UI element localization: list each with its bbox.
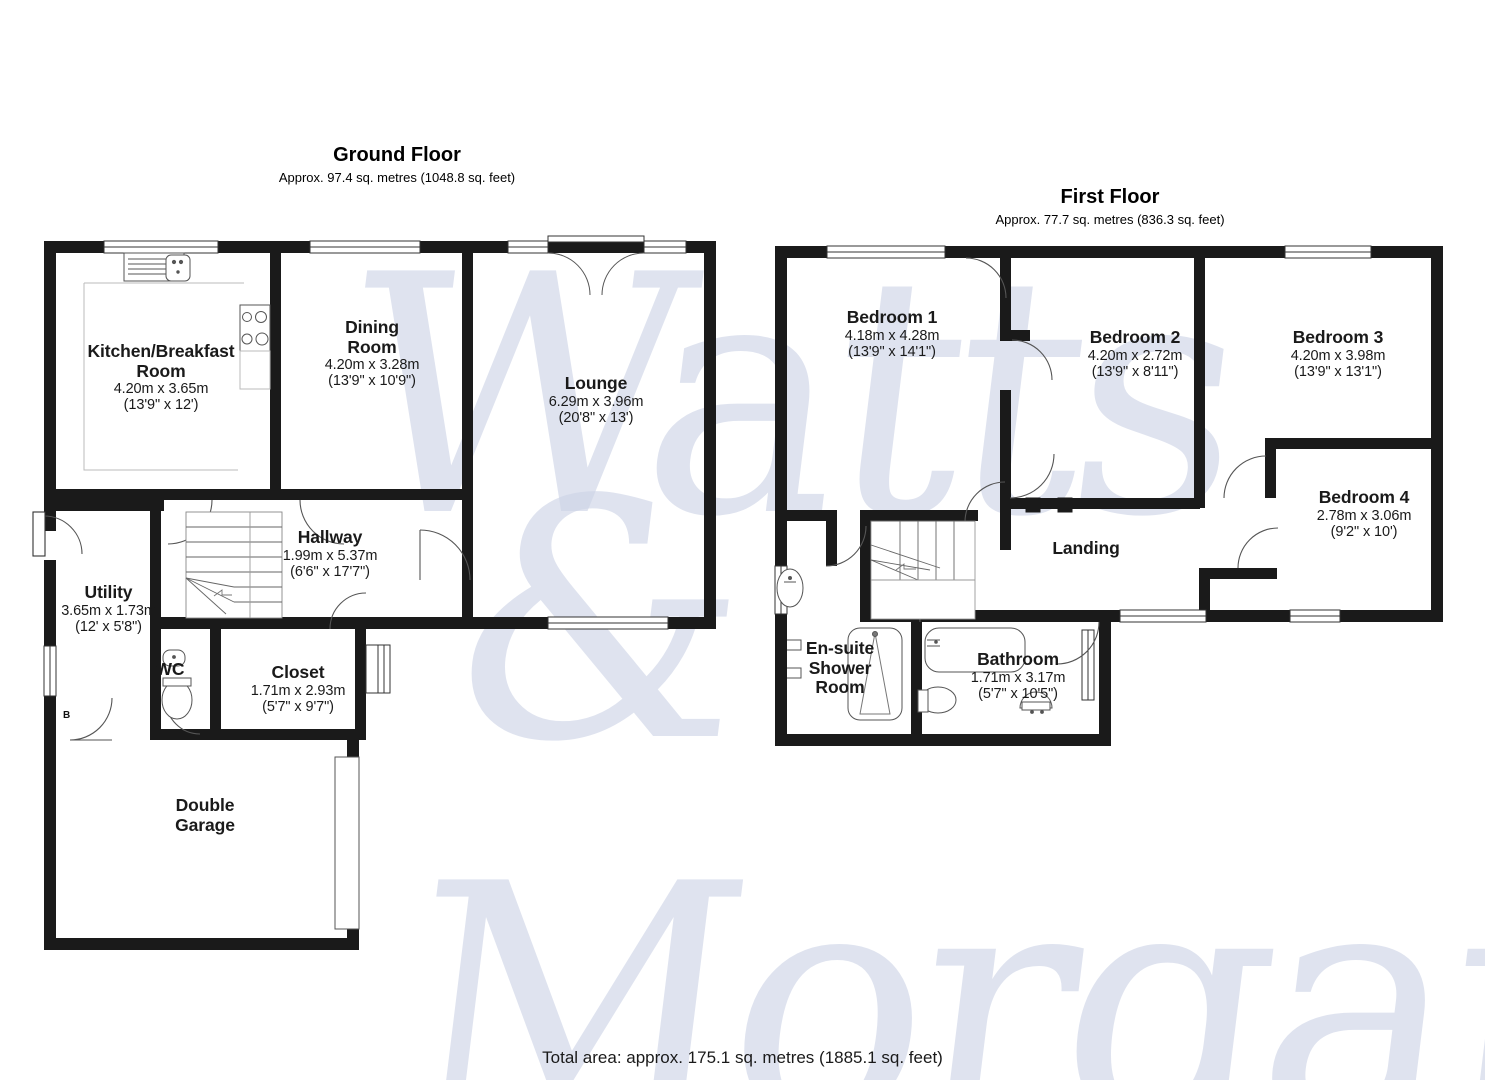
room-dim-imperial: (13'9" x 14'1") — [848, 343, 936, 360]
room-label-landing: Landing — [1024, 538, 1148, 559]
room-label-lounge: Lounge 6.29m x 3.96m (20'8" x 13') — [516, 373, 676, 426]
room-dim-imperial: (20'8" x 13') — [558, 409, 634, 426]
room-dim-metric: 4.20m x 3.65m — [113, 381, 209, 398]
room-name: Landing — [1052, 538, 1120, 558]
room-dim-imperial: (13'9" x 10'9") — [328, 373, 416, 390]
room-name-line1: Kitchen/Breakfast — [87, 341, 235, 361]
room-name-line1: En-suite — [805, 638, 875, 658]
first-floor-stairs — [870, 520, 976, 620]
room-dim-imperial: (9'2" x 10') — [1330, 523, 1398, 540]
room-label-bedroom-4: Bedroom 4 2.78m x 3.06m (9'2" x 10') — [1288, 487, 1440, 540]
ground-floor-stairs — [185, 511, 283, 619]
room-dim-metric: 1.71m x 3.17m — [970, 669, 1066, 686]
total-area-caption: Total area: approx. 175.1 sq. metres (18… — [542, 1048, 943, 1067]
bathroom-fittings — [917, 627, 1053, 714]
room-label-kitchen-breakfast-room: Kitchen/Breakfast Room 4.20m x 3.65m (13… — [61, 341, 261, 414]
room-dim-metric: 6.29m x 3.96m — [548, 393, 644, 410]
room-label-dining-room: Dining Room 4.20m x 3.28m (13'9" x 10'9"… — [295, 317, 449, 390]
room-dim-imperial: (12' x 5'8") — [75, 618, 142, 635]
room-label-bedroom-1: Bedroom 1 4.18m x 4.28m (13'9" x 14'1") — [808, 307, 976, 360]
room-name: Bedroom 2 — [1089, 327, 1181, 347]
room-name: Utility — [84, 582, 133, 602]
room-dim-metric: 2.78m x 3.06m — [1316, 507, 1412, 524]
room-name: Bedroom 3 — [1292, 327, 1384, 347]
room-name-line2: Room — [136, 360, 186, 381]
room-dim-metric: 1.71m x 2.93m — [250, 682, 346, 699]
room-name-line2: Garage — [175, 814, 235, 835]
room-name: Bedroom 1 — [846, 307, 938, 327]
room-dim-imperial: (13'9" x 8'11") — [1091, 363, 1179, 380]
room-label-bedroom-2: Bedroom 2 4.20m x 2.72m (13'9" x 8'11") — [1048, 327, 1222, 380]
room-dim-metric: 4.20m x 2.72m — [1087, 347, 1183, 364]
room-name-line2: Room — [347, 336, 397, 357]
room-label-wc: WC — [139, 659, 201, 680]
first-floor-area: Approx. 77.7 sq. metres (836.3 sq. feet) — [995, 212, 1225, 227]
room-dim-imperial: (13'9" x 13'1") — [1294, 363, 1382, 380]
landing-cupboard — [1025, 497, 1073, 513]
first-floor-title: First Floor — [1060, 186, 1160, 208]
room-label-bedroom-3: Bedroom 3 4.20m x 3.98m (13'9" x 13'1") — [1252, 327, 1424, 380]
room-name: Lounge — [564, 373, 628, 393]
room-name: WC — [155, 659, 185, 679]
room-name: Bedroom 4 — [1318, 487, 1410, 507]
ground-floor-windows — [43, 235, 687, 697]
room-name: Closet — [271, 662, 325, 682]
ground-floor-walls — [44, 241, 716, 950]
room-dim-metric: 1.99m x 5.37m — [282, 547, 378, 564]
room-name: Bathroom — [977, 649, 1059, 669]
room-label-double-garage: Double Garage — [136, 795, 274, 835]
room-label-closet: Closet 1.71m x 2.93m (5'7" x 9'7") — [216, 662, 380, 715]
kitchen-fittings — [83, 252, 271, 471]
ground-floor-title: Ground Floor — [333, 144, 461, 166]
room-label-utility: Utility 3.65m x 1.73m (12' x 5'8") — [31, 582, 186, 635]
room-dim-imperial: (13'9" x 12') — [123, 397, 199, 414]
first-floor-title-block: First Floor Approx. 77.7 sq. metres (836… — [960, 186, 1260, 227]
room-label-hallway: Hallway 1.99m x 5.37m (6'6" x 17'7") — [256, 527, 404, 580]
room-dim-imperial: (6'6" x 17'7") — [290, 563, 370, 580]
ground-floor-area: Approx. 97.4 sq. metres (1048.8 sq. feet… — [278, 170, 516, 185]
room-name-line1: Double — [175, 795, 235, 815]
room-dim-metric: 4.20m x 3.28m — [324, 357, 420, 374]
room-label-bathroom: Bathroom 1.71m x 3.17m (5'7" x 10'5") — [944, 649, 1092, 702]
room-name-line2: Shower — [808, 657, 872, 678]
room-dim-imperial: (5'7" x 10'5") — [978, 685, 1058, 702]
room-name-line3: Room — [815, 677, 865, 698]
room-dim-imperial: (5'7" x 9'7") — [262, 698, 334, 715]
wc-fittings — [161, 649, 193, 720]
room-name: Hallway — [297, 527, 363, 547]
boiler-marker: B — [63, 710, 71, 721]
room-label-en-suite-shower-room: En-suite Shower Room — [784, 638, 896, 698]
room-dim-metric: 4.18m x 4.28m — [844, 327, 940, 344]
room-name-line1: Dining — [345, 317, 399, 337]
ensuite-fittings — [776, 568, 903, 721]
room-dim-metric: 4.20m x 3.98m — [1290, 347, 1386, 364]
room-dim-metric: 3.65m x 1.73m — [61, 602, 156, 619]
ground-floor-title-block: Ground Floor Approx. 97.4 sq. metres (10… — [247, 144, 547, 185]
